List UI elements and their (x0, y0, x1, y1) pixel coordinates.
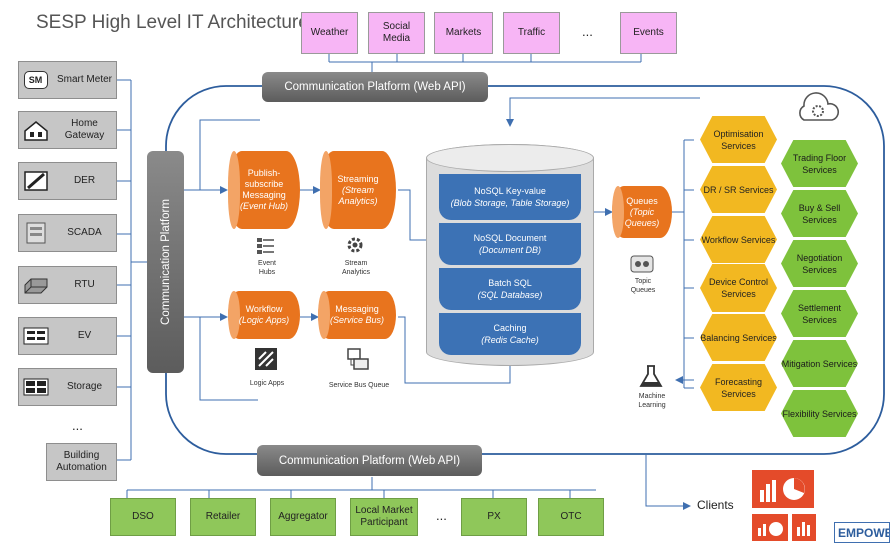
logic-apps-label: Logic Apps (249, 380, 285, 387)
cloud-gear-icon (796, 92, 840, 131)
hex-forecasting-services: Forecasting Services (700, 364, 777, 411)
device-building-automation: Building Automation (46, 443, 117, 481)
source-traffic: Traffic (503, 12, 560, 54)
device-home-gateway: Home Gateway (18, 111, 117, 149)
hex-negotiation-services: Negotiation Services (781, 240, 858, 287)
page-title: SESP High Level IT Architecture (36, 12, 309, 33)
scada-icon (22, 221, 49, 245)
ev-icon (22, 324, 49, 348)
streaming-service: Streaming(Stream Analytics) (320, 151, 396, 229)
device-ev: EV (18, 317, 117, 355)
source-social-media: Social Media (368, 12, 425, 54)
device-smart-meter: SM Smart Meter (18, 61, 117, 99)
output-local-market-participant: Local Market Participant (350, 498, 418, 536)
storage-caching: Caching(Redis Cache) (439, 313, 581, 355)
queues-service: Queues(Topic Queues) (612, 186, 672, 238)
smart-meter-icon: SM (22, 68, 49, 92)
device-storage: Storage (18, 368, 117, 406)
stream-analytics-icon (344, 234, 366, 261)
hex-flexibility-services: Flexibility Services (781, 390, 858, 437)
topic-queues-icon (630, 254, 654, 279)
output-aggregator: Aggregator (270, 498, 336, 536)
sources-ellipsis: ... (582, 24, 593, 39)
communication-platform-left: Communication Platform (147, 151, 184, 373)
output-px: PX (461, 498, 527, 536)
event-hubs-icon (256, 236, 276, 261)
dashboard-chart-icon (752, 470, 814, 508)
hex-trading-floor-services: Trading Floor Services (781, 140, 858, 187)
hex-dr-sr-services: DR / SR Services (700, 166, 777, 213)
source-weather: Weather (301, 12, 358, 54)
clients-label: Clients (697, 498, 734, 512)
output-retailer: Retailer (190, 498, 256, 536)
hex-device-control-services: Device Control Services (700, 264, 777, 312)
device-rtu: RTU (18, 266, 117, 304)
hex-mitigation-services: Mitigation Services (781, 340, 858, 387)
output-dso: DSO (110, 498, 176, 536)
hex-buy-sell-services: Buy & Sell Services (781, 190, 858, 237)
messaging-service: Messaging(Service Bus) (318, 291, 396, 339)
service-bus-queue-label: Service Bus Queue (328, 382, 390, 389)
workflow-service: Workflow(Logic Apps) (228, 291, 300, 339)
machine-learning-icon (638, 364, 664, 395)
pubsub-messaging-service: Publish-subscribe Messaging(Event Hub) (228, 151, 300, 229)
hex-balancing-services: Balancing Services (700, 314, 777, 361)
storage-icon (22, 375, 49, 399)
bar-chart-icon (792, 514, 816, 541)
report-chart-icon (752, 514, 788, 541)
logic-apps-icon (254, 347, 278, 376)
storage-nosql-key-value: NoSQL Key-value(Blob Storage, Table Stor… (439, 174, 581, 220)
storage-batch-sql: Batch SQL(SQL Database) (439, 268, 581, 310)
stream-analytics-label: Stream Analytics (341, 260, 370, 276)
machine-learning-label: Machine Learning (638, 393, 666, 409)
device-der: DER (18, 162, 117, 200)
output-otc: OTC (538, 498, 604, 536)
rtu-icon (22, 273, 49, 297)
source-markets: Markets (434, 12, 493, 54)
devices-ellipsis: ... (72, 418, 83, 433)
outputs-ellipsis: ... (436, 508, 447, 523)
hex-optimisation-services: Optimisation Services (700, 116, 777, 163)
hex-settlement-services: Settlement Services (781, 290, 858, 337)
topic-queues-label: Topic Queues (630, 278, 656, 294)
communication-platform-bottom: Communication Platform (Web API) (257, 445, 482, 476)
source-events: Events (620, 12, 677, 54)
device-scada: SCADA (18, 214, 117, 252)
empower-logo: EMPOWE (834, 522, 890, 543)
communication-platform-top: Communication Platform (Web API) (262, 72, 488, 102)
event-hubs-label: Event Hubs (258, 260, 276, 276)
home-gateway-icon (22, 118, 49, 142)
der-icon (22, 169, 49, 193)
storage-cylinder-top (426, 144, 594, 172)
hex-workflow-services: Workflow Services (700, 216, 777, 263)
storage-nosql-document: NoSQL Document(Document DB) (439, 223, 581, 265)
service-bus-queue-icon (346, 347, 370, 378)
